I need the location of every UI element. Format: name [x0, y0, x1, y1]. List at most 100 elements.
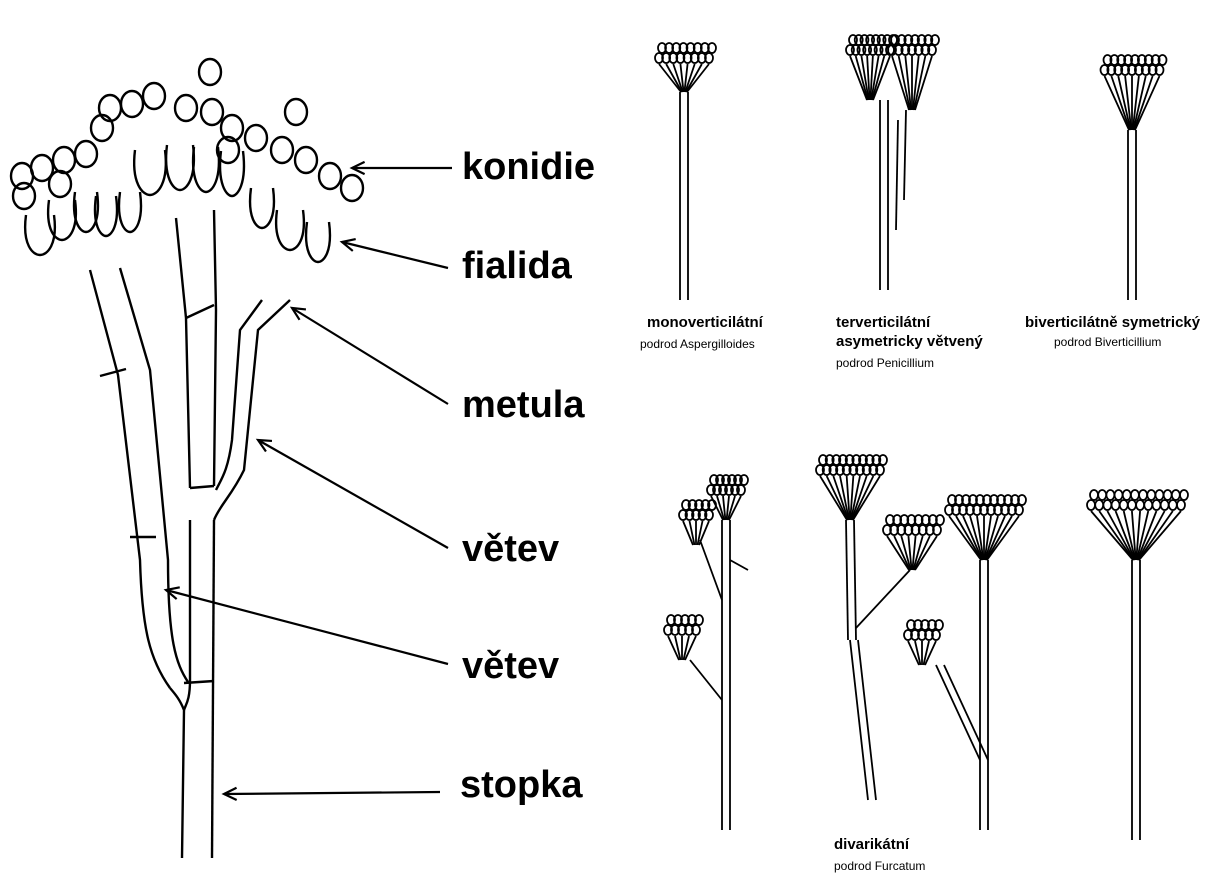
- divar-penicillus: [883, 515, 944, 570]
- phialide: [25, 215, 55, 255]
- divar-penicillus: [945, 495, 1026, 560]
- branch: [690, 660, 722, 700]
- branch: [936, 665, 980, 760]
- phialide: [166, 145, 194, 190]
- branch: [904, 110, 906, 200]
- type-ter-subgenus: podrod Penicillium: [836, 356, 934, 370]
- conidium: [1147, 490, 1155, 500]
- phialide: [193, 147, 219, 192]
- conidium: [1087, 500, 1095, 510]
- phialide: [220, 151, 244, 196]
- label-stopka: stopka: [460, 766, 582, 804]
- conidium: [1120, 500, 1128, 510]
- divar-penicillus: [664, 615, 703, 660]
- label-fialida: fialida: [462, 247, 572, 285]
- conidium: [319, 163, 341, 189]
- label-konidie: konidie: [462, 148, 595, 186]
- conidium: [53, 147, 75, 173]
- conidium: [1152, 500, 1160, 510]
- branch-left-outer: [90, 270, 170, 688]
- conidium: [271, 137, 293, 163]
- divar-penicillus: [1087, 490, 1188, 560]
- conidium: [1131, 490, 1139, 500]
- stipe-septum: [190, 486, 214, 488]
- conidium: [285, 99, 307, 125]
- metula-septum: [186, 305, 214, 318]
- divar-penicillus: [816, 455, 887, 520]
- phialide: [250, 188, 274, 228]
- branch: [856, 570, 910, 628]
- type-divar-subgenus: podrod Furcatum: [834, 859, 925, 873]
- label-vetev-2: větev: [462, 647, 559, 685]
- phialide: [1099, 511, 1133, 560]
- conidium: [295, 147, 317, 173]
- branch: [700, 540, 722, 600]
- conidium: [1106, 490, 1114, 500]
- conidium: [1123, 490, 1131, 500]
- phialide: [306, 222, 330, 262]
- branch: [944, 665, 988, 760]
- type-biv-subgenus: podrod Biverticillium: [1054, 335, 1161, 349]
- conidium: [121, 91, 143, 117]
- conidium: [1164, 490, 1172, 500]
- conidium: [201, 99, 223, 125]
- conidium: [1155, 490, 1163, 500]
- stipe: [850, 640, 868, 800]
- label-arrow-shaft: [224, 792, 440, 794]
- conidium: [175, 95, 197, 121]
- conidium: [1103, 500, 1111, 510]
- conidium: [1112, 500, 1120, 510]
- ter-penicillus: [846, 35, 897, 100]
- conidium: [199, 59, 221, 85]
- conidium: [99, 95, 121, 121]
- stipe-left-wall: [170, 688, 184, 858]
- stipe: [854, 520, 856, 640]
- conidium: [1139, 490, 1147, 500]
- phialide: [853, 476, 880, 520]
- type-ter-title-2: asymetricky větvený: [836, 333, 983, 351]
- conidium: [341, 175, 363, 201]
- conidium: [1177, 500, 1185, 510]
- phialide: [1138, 511, 1172, 560]
- conidium: [13, 183, 35, 209]
- metula-center-right: [214, 210, 216, 486]
- stipe: [846, 520, 848, 640]
- divar-penicillus: [679, 500, 716, 545]
- conidium: [1180, 490, 1188, 500]
- label-arrow-shaft: [166, 590, 448, 664]
- metula-center-left: [176, 218, 190, 488]
- conidium: [1169, 500, 1177, 510]
- label-arrow-shaft: [258, 440, 448, 548]
- phialide: [48, 200, 76, 240]
- conidium: [1098, 490, 1106, 500]
- type-ter-title-1: terverticilátní: [836, 314, 930, 332]
- branch: [896, 120, 898, 230]
- label-arrow-head: [292, 308, 306, 320]
- conidium: [1161, 500, 1169, 510]
- biv-penicillus: [1101, 55, 1167, 130]
- phialide: [119, 192, 141, 232]
- divar-penicillus: [904, 620, 943, 665]
- branch-right-inner: [216, 300, 262, 490]
- label-arrow-shaft: [292, 308, 448, 404]
- conidium: [1095, 500, 1103, 510]
- phialide: [276, 210, 304, 250]
- branch: [730, 560, 748, 570]
- conidium: [1172, 490, 1180, 500]
- conidium: [1128, 500, 1136, 510]
- conidium: [1144, 500, 1152, 510]
- conidium: [143, 83, 165, 109]
- label-arrows: [166, 162, 452, 800]
- type-biv-title: biverticilátně symetrický: [1025, 314, 1200, 332]
- phialide: [134, 150, 166, 195]
- label-vetev-1: větev: [462, 530, 559, 568]
- conidium: [1115, 490, 1123, 500]
- type-mono-title: monoverticilátní: [647, 314, 763, 332]
- conidium: [1090, 490, 1098, 500]
- conidium: [91, 115, 113, 141]
- type-mono-subgenus: podrod Aspergilloides: [640, 337, 755, 351]
- branch-right-outer: [214, 300, 290, 520]
- mono-penicillus: [655, 43, 716, 92]
- conidium: [75, 141, 97, 167]
